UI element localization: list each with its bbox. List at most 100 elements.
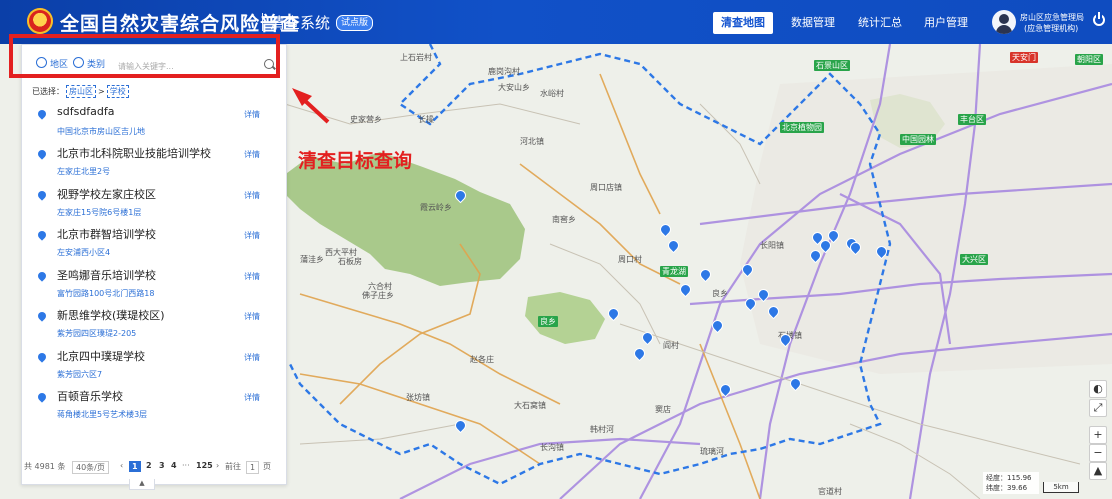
place-label: 良乡 [712, 289, 728, 298]
goto-page-input[interactable]: 1 [246, 461, 260, 474]
item-address: 左家庄北里2号 [57, 167, 111, 176]
detail-link[interactable]: 详情 [244, 231, 260, 240]
list-item[interactable]: 新思维学校(璞瑅校区) 紫芳园四区璞瑅2-205 详情 [22, 305, 286, 345]
park-tag: 良乡 [538, 316, 558, 327]
search-panel: 地区 类别 已选择：房山区>学校 sdfsdfadfa 中国北京市房山区吉儿地 … [21, 44, 287, 485]
item-address: 富竹园路100号北门西路18 [57, 289, 155, 298]
region-icon [36, 57, 47, 68]
detail-link[interactable]: 详情 [244, 272, 260, 281]
district-boundary [288, 44, 892, 486]
list-item[interactable]: sdfsdfadfa 中国北京市房山区吉儿地 详情 [22, 103, 286, 143]
place-label: 鹿岗沟村 [488, 67, 520, 76]
goto-label: 前往 [225, 462, 241, 471]
page-button[interactable]: 3 [159, 461, 165, 470]
place-label: 河北镇 [520, 137, 544, 146]
page-button[interactable]: 125 [196, 461, 213, 470]
place-label: 六合村 [368, 282, 392, 291]
longitude: 经度：115.96 [986, 474, 1032, 482]
region-filter-label: 地区 [50, 60, 69, 70]
zoom-out-icon[interactable]: − [1089, 444, 1107, 462]
list-item[interactable]: 北京市北科院职业技能培训学校 左家庄北里2号 详情 [22, 143, 286, 183]
breadcrumb-separator: > [98, 87, 105, 96]
zoom-in-icon[interactable]: + [1089, 426, 1107, 444]
park-tag: 北京植物园 [780, 122, 824, 133]
page-button[interactable]: 4 [171, 461, 177, 470]
place-label: 佛子庄乡 [362, 291, 394, 300]
item-address: 左安浦西小区4 [57, 248, 111, 257]
region-badge: 朝阳区 [1075, 54, 1103, 65]
place-label: 周口店镇 [590, 183, 622, 192]
next-page-button[interactable]: › [216, 461, 220, 470]
user-org: 房山区应急管理局 [1020, 13, 1084, 22]
place-label: 大石窝镇 [514, 401, 546, 410]
place-label: 官道村 [818, 487, 842, 496]
list-item[interactable]: 北京四中璞瑅学校 紫芳园六区7 详情 [22, 346, 286, 386]
park-area [525, 292, 605, 344]
nav-map[interactable]: 清查地图 [713, 12, 773, 34]
place-label: 张坊镇 [406, 393, 430, 402]
park-tag: 青龙湖 [660, 266, 688, 277]
page-button[interactable]: 1 [129, 461, 141, 472]
pagination: 共 4981 条 40条/页 ‹ 1 2 3 4 ··· 125 › 前往 1 … [22, 458, 286, 476]
category-filter-button[interactable]: 类别 [73, 56, 105, 74]
place-label: 蒲洼乡 [300, 255, 324, 264]
category-icon [73, 57, 84, 68]
collapse-panel-toggle[interactable]: ▲ [129, 479, 155, 490]
list-item[interactable]: 北京市群智培训学校 左安浦西小区4 详情 [22, 224, 286, 264]
place-label: 长阳镇 [760, 241, 784, 250]
place-label: 西大平村 [325, 248, 357, 257]
page-button[interactable]: 2 [146, 461, 152, 470]
page-size-select[interactable]: 40条/页 [72, 461, 109, 474]
location-pin-icon [36, 148, 48, 160]
breadcrumb-prefix: 已选择： [32, 87, 64, 96]
prev-page-button[interactable]: ‹ [120, 461, 124, 470]
avatar-icon[interactable] [992, 10, 1016, 34]
place-label: 周口村 [618, 255, 642, 264]
forest-reserve [283, 152, 525, 286]
place-label: 南窖乡 [552, 215, 576, 224]
place-label: 韩村河 [590, 425, 614, 434]
secondary-roads [299, 73, 761, 499]
compass-icon[interactable]: ▲ [1089, 462, 1107, 480]
detail-link[interactable]: 详情 [244, 191, 260, 200]
breadcrumb-category[interactable]: 学校 [106, 85, 129, 98]
region-badge: 大兴区 [960, 254, 988, 265]
detail-link[interactable]: 详情 [244, 150, 260, 159]
nav-statistics[interactable]: 统计汇总 [858, 16, 902, 29]
keyword-search-input[interactable] [116, 56, 260, 76]
region-badge: 石景山区 [814, 60, 850, 71]
breadcrumb-region[interactable]: 房山区 [66, 85, 96, 98]
item-name: 新思维学校(璞瑅校区) [57, 309, 165, 322]
landmark-tag: 天安门 [1010, 52, 1038, 63]
detail-link[interactable]: 详情 [244, 312, 260, 321]
total-count: 共 4981 条 [24, 462, 66, 471]
park-tag: 中国园林 [900, 134, 936, 145]
place-label: 窦店 [655, 405, 671, 414]
item-name: 北京市群智培训学校 [57, 228, 156, 241]
breadcrumb: 已选择：房山区>学校 [32, 85, 131, 98]
list-item[interactable]: 圣鸣娜音乐培训学校 富竹园路100号北门西路18 详情 [22, 265, 286, 305]
nav-user-management[interactable]: 用户管理 [924, 16, 968, 29]
urban-zone [740, 64, 1112, 374]
list-item[interactable]: 百顿音乐学校 蒋角楼北里5号艺术楼3层 详情 [22, 386, 286, 426]
power-icon[interactable] [1093, 12, 1105, 26]
list-item[interactable]: 视野学校左家庄校区 左家庄15号院6号楼1层 详情 [22, 184, 286, 224]
detail-link[interactable]: 详情 [244, 393, 260, 402]
location-pin-icon [36, 270, 48, 282]
search-icon[interactable] [264, 59, 274, 69]
trial-badge: 试点版 [336, 15, 374, 31]
region-filter-button[interactable]: 地区 [36, 56, 68, 74]
annotation-arrow [300, 96, 330, 124]
detail-link[interactable]: 详情 [244, 353, 260, 362]
page-unit: 页 [263, 462, 271, 471]
local-roads [284, 103, 1081, 499]
place-label: 长操 [418, 115, 434, 124]
detail-link[interactable]: 详情 [244, 110, 260, 119]
location-pin-icon [36, 351, 48, 363]
page-ellipsis[interactable]: ··· [182, 461, 190, 470]
place-label: 史家营乡 [350, 115, 382, 124]
top-header: 全国自然灾害综合风险普查 清查系统 试点版 清查地图 数据管理 统计汇总 用户管… [0, 0, 1112, 44]
fullscreen-icon[interactable]: ⤢ [1089, 399, 1107, 417]
layer-icon[interactable]: ◐ [1089, 380, 1107, 398]
nav-data-management[interactable]: 数据管理 [791, 16, 835, 29]
